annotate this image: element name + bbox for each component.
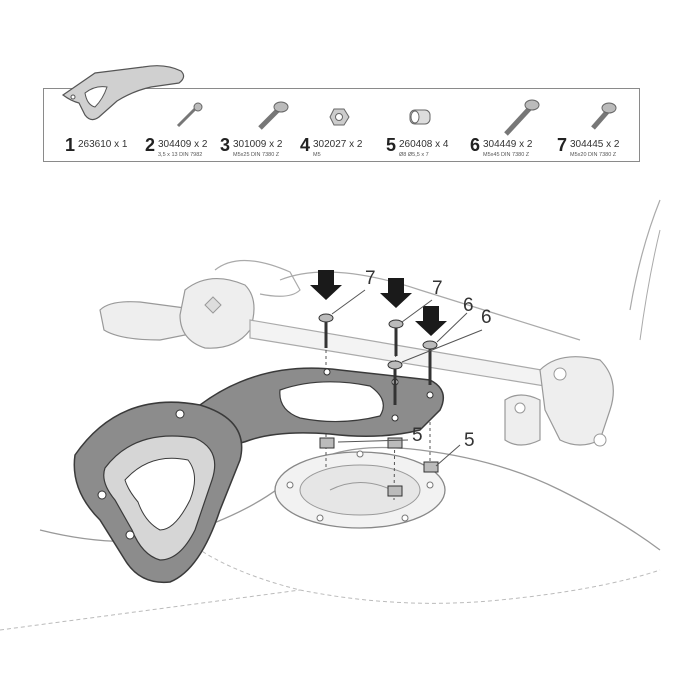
lock-ring-opening xyxy=(124,457,195,531)
arrow-1 xyxy=(310,270,342,300)
part-number: 3 xyxy=(220,135,231,155)
part-spec: 3,5 x 13 DIN 7982 xyxy=(158,152,203,158)
mirror-mount xyxy=(214,259,301,297)
left-control-switch xyxy=(179,277,255,349)
part-spec: M5x25 DIN 7380 Z xyxy=(233,152,280,158)
windscreen-outline xyxy=(629,199,661,311)
callout-7: 7 xyxy=(432,278,443,299)
windscreen-outline-inner xyxy=(639,229,661,341)
part-number: 2 xyxy=(145,135,156,155)
insert-arrows xyxy=(310,270,447,336)
bolt-icon xyxy=(258,101,289,130)
part-number: 5 xyxy=(386,135,397,155)
tank-lower-outline xyxy=(179,534,661,604)
switch-button xyxy=(204,296,222,314)
fuel-cap xyxy=(299,464,421,516)
parts-list-box xyxy=(43,88,640,162)
part-code: 302027 x 2 xyxy=(313,139,363,150)
self-tapping-screw-icon xyxy=(176,102,203,128)
part-spec: M5x45 DIN 7380 Z xyxy=(483,152,530,158)
nut-icon xyxy=(329,108,350,126)
part-spec: M5 xyxy=(313,152,321,158)
spacer-5c xyxy=(423,461,439,473)
short-bolt-icon xyxy=(591,102,617,130)
part-spec: M5x20 DIN 7380 Z xyxy=(570,152,617,158)
bolt-6b xyxy=(387,360,403,405)
part-number: 6 xyxy=(470,135,481,155)
bolt-6a xyxy=(422,340,438,385)
part-code: 304409 x 2 xyxy=(158,139,208,150)
arrow-2 xyxy=(380,278,412,308)
part-code: 304445 x 2 xyxy=(570,139,620,150)
upper-triple-clamp xyxy=(279,271,581,341)
bolt-7a xyxy=(318,313,334,348)
callout-6: 6 xyxy=(463,295,474,316)
bolt-7b xyxy=(388,319,404,356)
callout-5: 5 xyxy=(464,430,475,451)
spacer-icon xyxy=(409,109,431,125)
spacer-5d xyxy=(387,485,403,497)
arrow-3 xyxy=(415,306,447,336)
motorcycle-tank-drawing xyxy=(0,199,661,631)
spacer-5a xyxy=(319,437,335,449)
long-bolt-icon xyxy=(504,99,540,136)
callout-7: 7 xyxy=(365,268,376,289)
right-bar-clamp xyxy=(539,356,614,446)
callout-6: 6 xyxy=(481,307,492,328)
part-code: 260408 x 4 xyxy=(399,139,449,150)
bracket-cutout xyxy=(279,381,384,423)
part-spec: Ø8 Ø5,5 x 7 xyxy=(399,152,429,158)
part-code: 301009 x 2 xyxy=(233,139,283,150)
part-number: 7 xyxy=(557,135,568,155)
callout-5: 5 xyxy=(412,425,423,446)
part-code: 263610 x 1 xyxy=(78,139,128,150)
spacer-5b xyxy=(387,437,403,449)
part-number: 4 xyxy=(300,135,311,155)
part-number: 1 xyxy=(65,135,76,155)
part-code: 304449 x 2 xyxy=(483,139,533,150)
leader-lines xyxy=(331,289,483,467)
bracket-plate-icon xyxy=(61,65,185,121)
